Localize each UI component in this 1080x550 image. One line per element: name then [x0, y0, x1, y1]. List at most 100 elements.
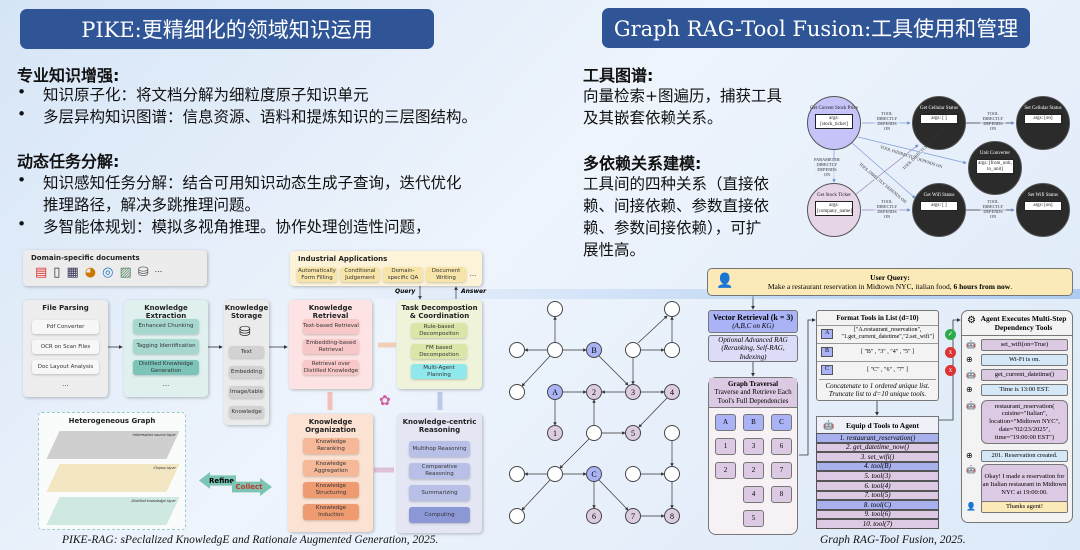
- knowledge-reasoning-box-title: Knowledge-centric Reasoning: [402, 418, 477, 435]
- task-decomposition-box-title: Task Decompostion & Coordination: [401, 304, 478, 321]
- equipped-tool: 9. tool(6): [816, 509, 939, 520]
- knowledge-storage-box-title: Knowledge Storage: [224, 304, 269, 321]
- robot-icon: 🤖: [966, 401, 976, 410]
- user-query-bold: 6 hours from now: [953, 282, 1011, 291]
- traversal-node: 1: [715, 438, 736, 455]
- format-row: A["A.restaurant_reservation", "1.get_cur…: [817, 325, 956, 342]
- traversal-node: 2: [715, 462, 736, 479]
- answer-label: Answer: [461, 288, 487, 295]
- knowledge-retrieval-box-title: Knowledge Retrieval: [308, 304, 353, 321]
- knowledge-organization-box-item: Knowledge Reranking: [303, 438, 359, 454]
- tool-node-args: args: [ ]: [920, 200, 958, 211]
- x-icon: x: [945, 364, 956, 376]
- edge-label: TOOL DIRECTLY DEPENDS ON: [874, 111, 900, 132]
- globe-icon: ⊕: [966, 385, 973, 394]
- equip-title: Equip d Tools to Agent: [846, 421, 919, 430]
- tool-node-name: Get Cellular Status: [919, 106, 959, 111]
- agent-title: Agent Executes Multi-Step Dependency Too…: [962, 311, 1072, 336]
- knowledge-reasoning-box-item: Comparative Reasoning: [409, 463, 470, 479]
- tool-node-name: Get Current Stock Price: [810, 106, 858, 111]
- agent-step-user: Thanks agent!: [981, 501, 1068, 513]
- text-file-icon: ▯: [53, 265, 61, 281]
- kg-node: [547, 466, 563, 482]
- kg-node: [547, 342, 563, 358]
- fusion-caption: Graph RAG-Tool Fusion, 2025.: [820, 534, 966, 546]
- edge-label: TOOL INDIRECTLY DEPENDS ON: [879, 144, 944, 170]
- bullet: 知识感知任务分解：结合可用知识动态生成子查询，迭代优化: [17, 171, 461, 193]
- tool-node-name: Set Cellular Status: [1024, 106, 1062, 111]
- knowledge-retrieval-box-item: Text-based Retrieval: [303, 319, 359, 334]
- query-band: [290, 289, 1080, 299]
- equipped-tool: 2. get_datetime_now(): [816, 442, 939, 453]
- user-query-box: 👤User Query:Make a restaurant reservatio…: [707, 268, 1073, 296]
- kg-node: 3: [625, 384, 641, 400]
- agent-box: ⚙Agent Executes Multi-Step Dependency To…: [961, 310, 1073, 523]
- refine-arrow[interactable]: Refine: [199, 472, 236, 489]
- kg-node: 2: [586, 384, 602, 400]
- chart-file-icon: ◕: [84, 265, 97, 281]
- knowledge-extraction-box-title: Knowledge Extraction: [144, 304, 188, 321]
- knowledge-reasoning-box-item: Summarizing: [409, 485, 470, 501]
- collect-arrow[interactable]: Collect: [232, 478, 272, 496]
- format-tools-box: Format Tools in List (d=10)A["A.restaura…: [816, 310, 956, 401]
- edge-label: TOOL DIRECTLY DEPENDS ON: [980, 111, 1006, 132]
- format-row: C[ "C" , "6" , "7" ]x: [817, 361, 956, 378]
- text-line: 赖、间接依赖、参数直接依: [583, 197, 770, 215]
- web-page-icon: ◎: [102, 265, 114, 281]
- bullet: 多层异构知识图谱：信息资源、语料和提炼知识的三层图结构。: [17, 105, 477, 127]
- equipped-tool: 3. set_wifi(): [816, 452, 939, 462]
- right-title: Graph RAG-Tool Fusion:工具使用和管理: [602, 8, 1030, 48]
- kg-node: B: [586, 342, 602, 358]
- equipped-tool: 8. tool(C): [816, 500, 939, 510]
- text-line: 赖、参数间接依赖），可扩: [583, 219, 762, 237]
- equipped-tool: 6. tool(4): [816, 481, 939, 491]
- agent-step-call: get_current_datetime(): [981, 369, 1068, 381]
- vector-retrieval-title: Vector Retrieval (k = 3): [712, 312, 794, 322]
- dependency-heading: 多依赖关系建模:: [583, 154, 702, 173]
- traversal-node: C: [771, 414, 792, 431]
- kg-node: [625, 466, 641, 482]
- sec1-heading: 专业知识增强:: [17, 66, 120, 85]
- knowledge-retrieval-box-item: Retrieval over Distilled Knowledge: [303, 360, 359, 375]
- kg-node: [509, 342, 525, 358]
- more-ellipsis: ...: [154, 265, 163, 275]
- file-parsing-box-item: Doc Layout Analysis: [32, 360, 99, 374]
- knowledge-organization-box-item: Knowledge Aggregation: [303, 460, 359, 476]
- robot-icon: 🤖: [823, 420, 835, 430]
- task-decomposition-box-item: FM based Decompostion: [411, 344, 467, 359]
- database-icon: ⛁: [137, 265, 149, 281]
- format-row: B[ "B" , "3" , "4" , "5" ]x: [817, 343, 956, 360]
- heterogeneous-graph-title: Heterogeneous Graph: [68, 417, 156, 425]
- globe-icon: ⊕: [966, 451, 973, 460]
- user-icon: 👤: [966, 502, 976, 511]
- traversal-node: 6: [771, 438, 792, 455]
- optional-rag-box: Optional Advanced RAG (Reranking, Self-R…: [708, 335, 798, 362]
- kg-node: 4: [664, 384, 680, 400]
- spreadsheet-icon: ▦: [66, 265, 79, 281]
- docs-title: Domain-specific documents: [31, 254, 140, 262]
- graph-traversal-title: Graph Traversal: [727, 380, 779, 388]
- kg-node: [547, 301, 563, 317]
- robot-icon: 🤖: [966, 370, 976, 379]
- format-row-text: ["A.restaurant_reservation", "1.get_curr…: [841, 327, 934, 340]
- robot-icon: 🤖: [966, 340, 976, 349]
- docs-icons: ▤▯▦◕◎▨⛁...: [35, 265, 162, 280]
- format-row-key: B: [821, 347, 834, 357]
- text-line: 向量检索+图遍历，捕获工具: [583, 87, 782, 105]
- file-parsing-box-item: OCR on Scan Files: [32, 340, 99, 354]
- text-line: 工具间的四种关系（直接依: [583, 175, 770, 193]
